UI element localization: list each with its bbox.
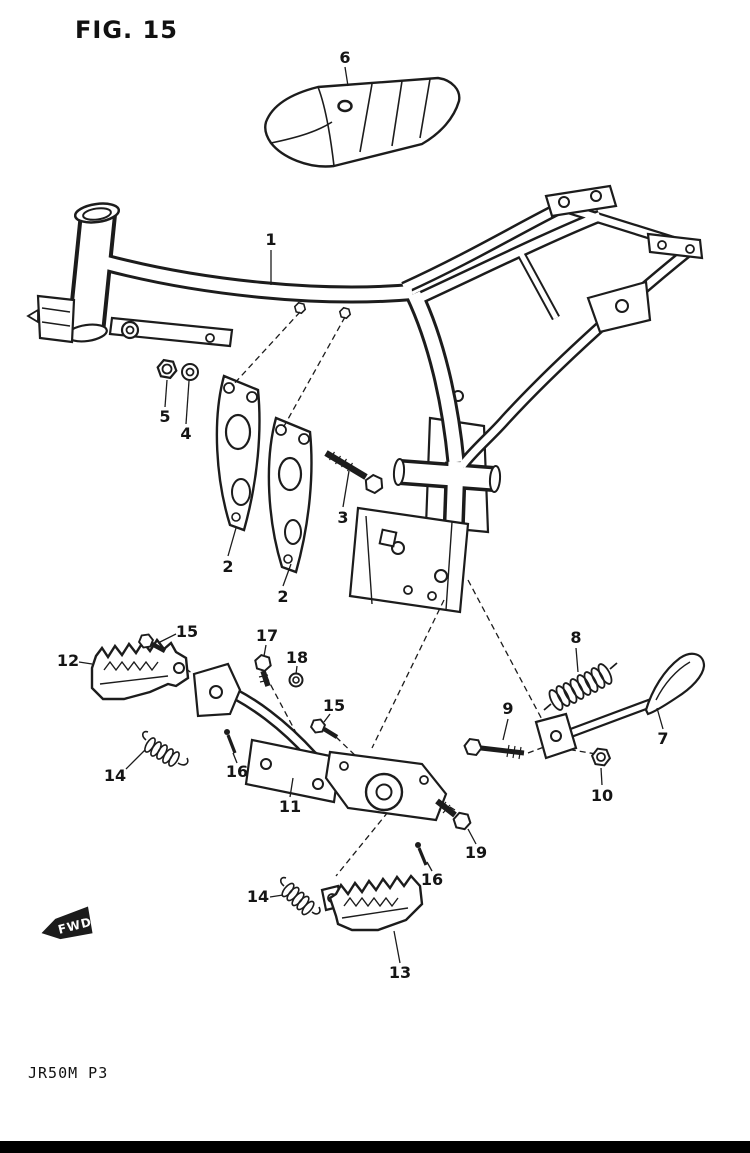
bolt-19-drawing	[435, 798, 473, 832]
bolt-17-drawing	[252, 652, 274, 687]
pin-16-front-drawing	[224, 729, 237, 754]
footpeg-right-drawing	[320, 874, 424, 932]
stand-spring-drawing	[543, 662, 618, 711]
bolt-15-rear-drawing	[309, 718, 339, 739]
bolt-9-drawing	[462, 737, 525, 760]
pin-16-rear-drawing	[415, 842, 428, 866]
footrest-bar-drawing	[192, 662, 448, 822]
model-code: JR50M P3	[28, 1064, 109, 1082]
footrest-spring-front-drawing	[142, 730, 189, 767]
fwd-arrow-icon	[41, 906, 93, 940]
washer-4-drawing	[181, 363, 199, 381]
side-stand-drawing	[534, 652, 706, 760]
nut-5-drawing	[155, 358, 179, 380]
callout-leader-lines	[78, 66, 664, 964]
tool-kit-bag-drawing	[264, 76, 461, 168]
figure-title: FIG. 15	[75, 16, 178, 44]
bracket-plates-drawing	[215, 374, 313, 574]
bolt-15-front-drawing	[137, 633, 167, 653]
washer-18-drawing	[288, 672, 304, 688]
nut-10-drawing	[590, 747, 612, 767]
frame-drawing	[26, 184, 704, 614]
footrest-spring-rear-drawing	[280, 876, 321, 916]
fwd-marker: FWD	[41, 906, 93, 940]
bolt-3-drawing	[324, 450, 387, 496]
bottom-bar	[0, 1141, 750, 1153]
footpeg-left-drawing	[90, 637, 190, 701]
